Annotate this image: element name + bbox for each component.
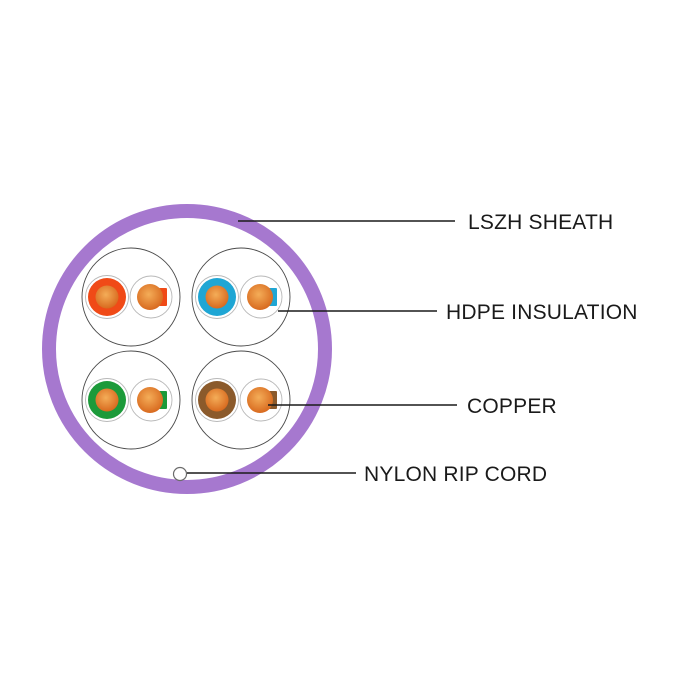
copper-conductor <box>137 284 163 310</box>
copper-conductor <box>95 285 119 309</box>
label-hdpe-insulation: HDPE INSULATION <box>446 301 638 324</box>
lszh-sheath <box>42 204 332 494</box>
green-pair <box>81 350 181 450</box>
label-copper: COPPER <box>467 395 557 418</box>
copper-conductor <box>205 388 229 412</box>
blue-pair <box>191 247 291 347</box>
copper-conductor <box>137 387 163 413</box>
label-nylon-rip-cord: NYLON RIP CORD <box>364 463 547 486</box>
label-lszh-sheath: LSZH SHEATH <box>468 211 613 234</box>
brown-pair <box>191 350 291 450</box>
copper-conductor <box>247 284 273 310</box>
copper-conductor <box>95 388 119 412</box>
nylon-rip-cord <box>172 466 188 482</box>
copper-conductor <box>205 285 229 309</box>
twisted-pairs-group <box>81 247 291 450</box>
copper-conductor <box>247 387 273 413</box>
orange-pair <box>81 247 181 347</box>
